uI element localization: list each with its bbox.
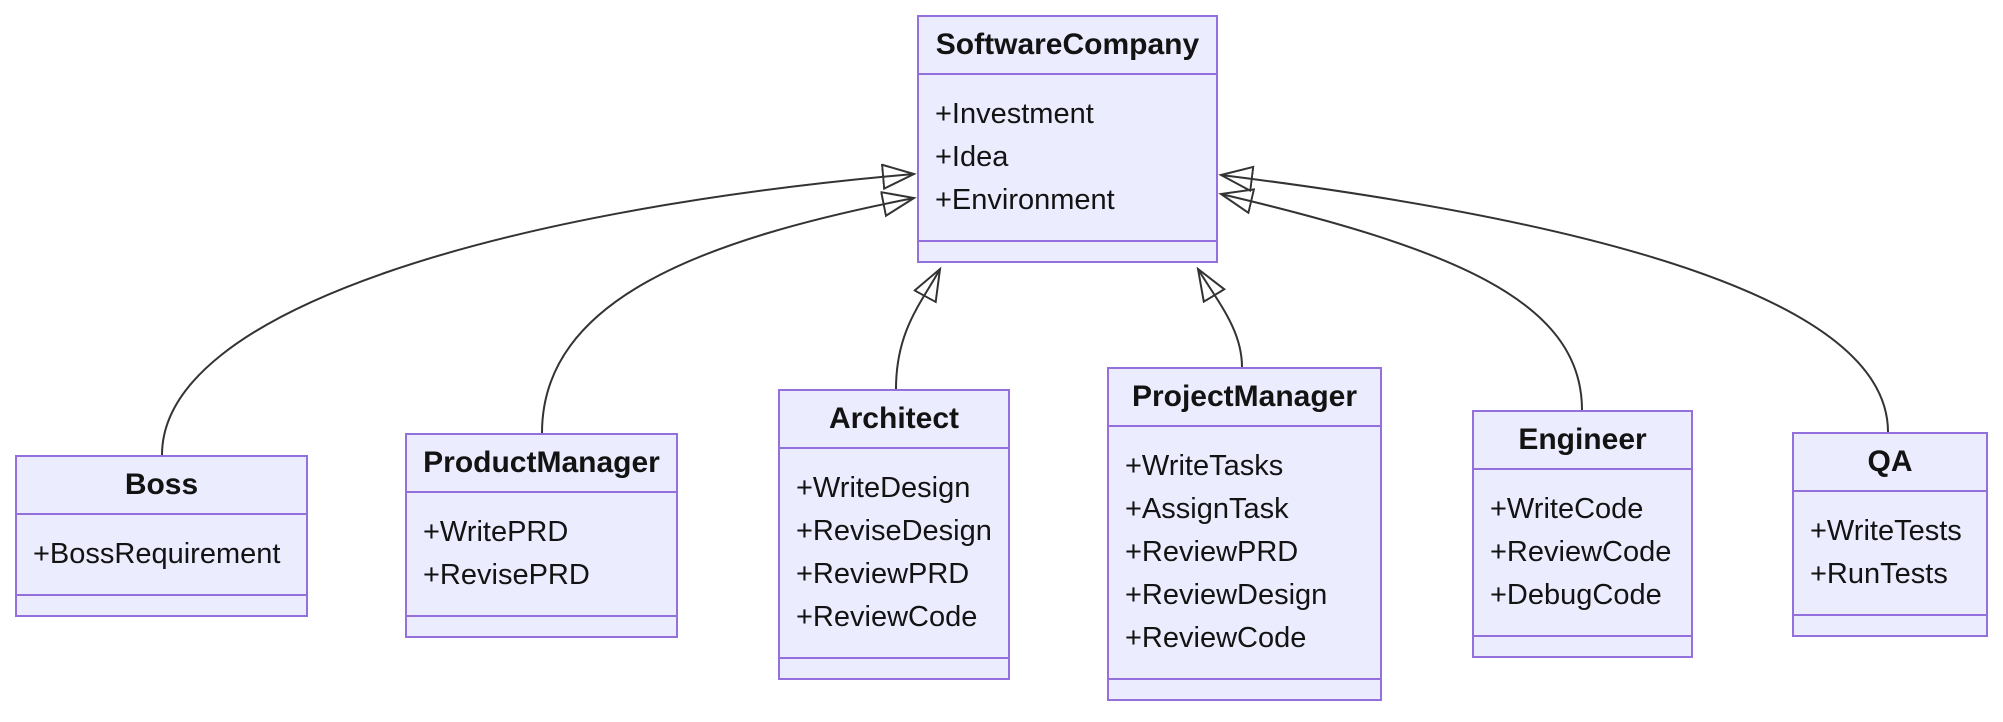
class-attribute: +WriteDesign — [796, 472, 971, 504]
class-attribute: +Environment — [935, 184, 1115, 216]
class-box-boss: Boss +BossRequirement — [15, 455, 308, 617]
class-box-engineer: Engineer +WriteCode +ReviewCode +DebugCo… — [1472, 410, 1693, 658]
edge-engineer-to-softwarecompany — [1221, 194, 1583, 411]
class-attribute: +ReviewPRD — [796, 558, 970, 590]
class-attribute: +ReviewDesign — [1125, 579, 1328, 611]
class-methods-section-empty — [1109, 680, 1380, 699]
class-title: QA — [1794, 434, 1986, 492]
class-attribute: +RevisePRD — [423, 559, 590, 591]
class-attribute: +ReviseDesign — [796, 515, 992, 547]
class-title: Engineer — [1474, 412, 1691, 470]
class-attribute: +WriteTests — [1810, 515, 1962, 547]
class-box-architect: Architect +WriteDesign +ReviseDesign +Re… — [778, 389, 1010, 680]
edge-projectmanager-to-softwarecompany — [1198, 269, 1243, 368]
class-attribute: +WriteCode — [1490, 493, 1644, 525]
class-attributes-section: +WriteTests +RunTests — [1794, 492, 1986, 616]
class-attributes-section: +WriteCode +ReviewCode +DebugCode — [1474, 470, 1691, 637]
class-attribute: +Investment — [935, 98, 1094, 130]
class-attribute: +ReviewCode — [1125, 622, 1307, 654]
class-title: Boss — [17, 457, 306, 515]
class-attribute: +ReviewCode — [796, 601, 978, 633]
class-box-qa: QA +WriteTests +RunTests — [1792, 432, 1988, 637]
class-attribute: +ReviewCode — [1490, 536, 1672, 568]
class-attributes-section: +WritePRD +RevisePRD — [407, 493, 676, 617]
edge-productmanager-to-softwarecompany — [541, 198, 914, 434]
class-methods-section-empty — [780, 659, 1008, 678]
class-attribute: +WritePRD — [423, 516, 569, 548]
class-title: SoftwareCompany — [919, 17, 1216, 75]
class-methods-section-empty — [1794, 616, 1986, 635]
edge-qa-to-softwarecompany — [1221, 175, 1889, 433]
class-title: ProjectManager — [1109, 369, 1380, 427]
class-title: ProductManager — [407, 435, 676, 493]
class-methods-section-empty — [1474, 637, 1691, 656]
class-attribute: +BossRequirement — [33, 538, 281, 570]
class-attributes-section: +BossRequirement — [17, 515, 306, 596]
class-methods-section-empty — [919, 242, 1216, 261]
class-attribute: +WriteTasks — [1125, 450, 1284, 482]
class-attribute: +AssignTask — [1125, 493, 1289, 525]
class-methods-section-empty — [17, 596, 306, 615]
class-attributes-section: +Investment +Idea +Environment — [919, 75, 1216, 242]
class-attribute: +DebugCode — [1490, 579, 1662, 611]
class-methods-section-empty — [407, 617, 676, 636]
class-attribute: +Idea — [935, 141, 1009, 173]
class-attribute: +RunTests — [1810, 558, 1948, 590]
class-attributes-section: +WriteDesign +ReviseDesign +ReviewPRD +R… — [780, 449, 1008, 659]
class-attributes-section: +WriteTasks +AssignTask +ReviewPRD +Revi… — [1109, 427, 1380, 680]
edge-boss-to-softwarecompany — [161, 174, 914, 456]
edge-architect-to-softwarecompany — [895, 269, 940, 390]
class-box-softwarecompany: SoftwareCompany +Investment +Idea +Envir… — [917, 15, 1218, 263]
class-box-projectmanager: ProjectManager +WriteTasks +AssignTask +… — [1107, 367, 1382, 701]
class-title: Architect — [780, 391, 1008, 449]
class-attribute: +ReviewPRD — [1125, 536, 1299, 568]
class-box-productmanager: ProductManager +WritePRD +RevisePRD — [405, 433, 678, 638]
